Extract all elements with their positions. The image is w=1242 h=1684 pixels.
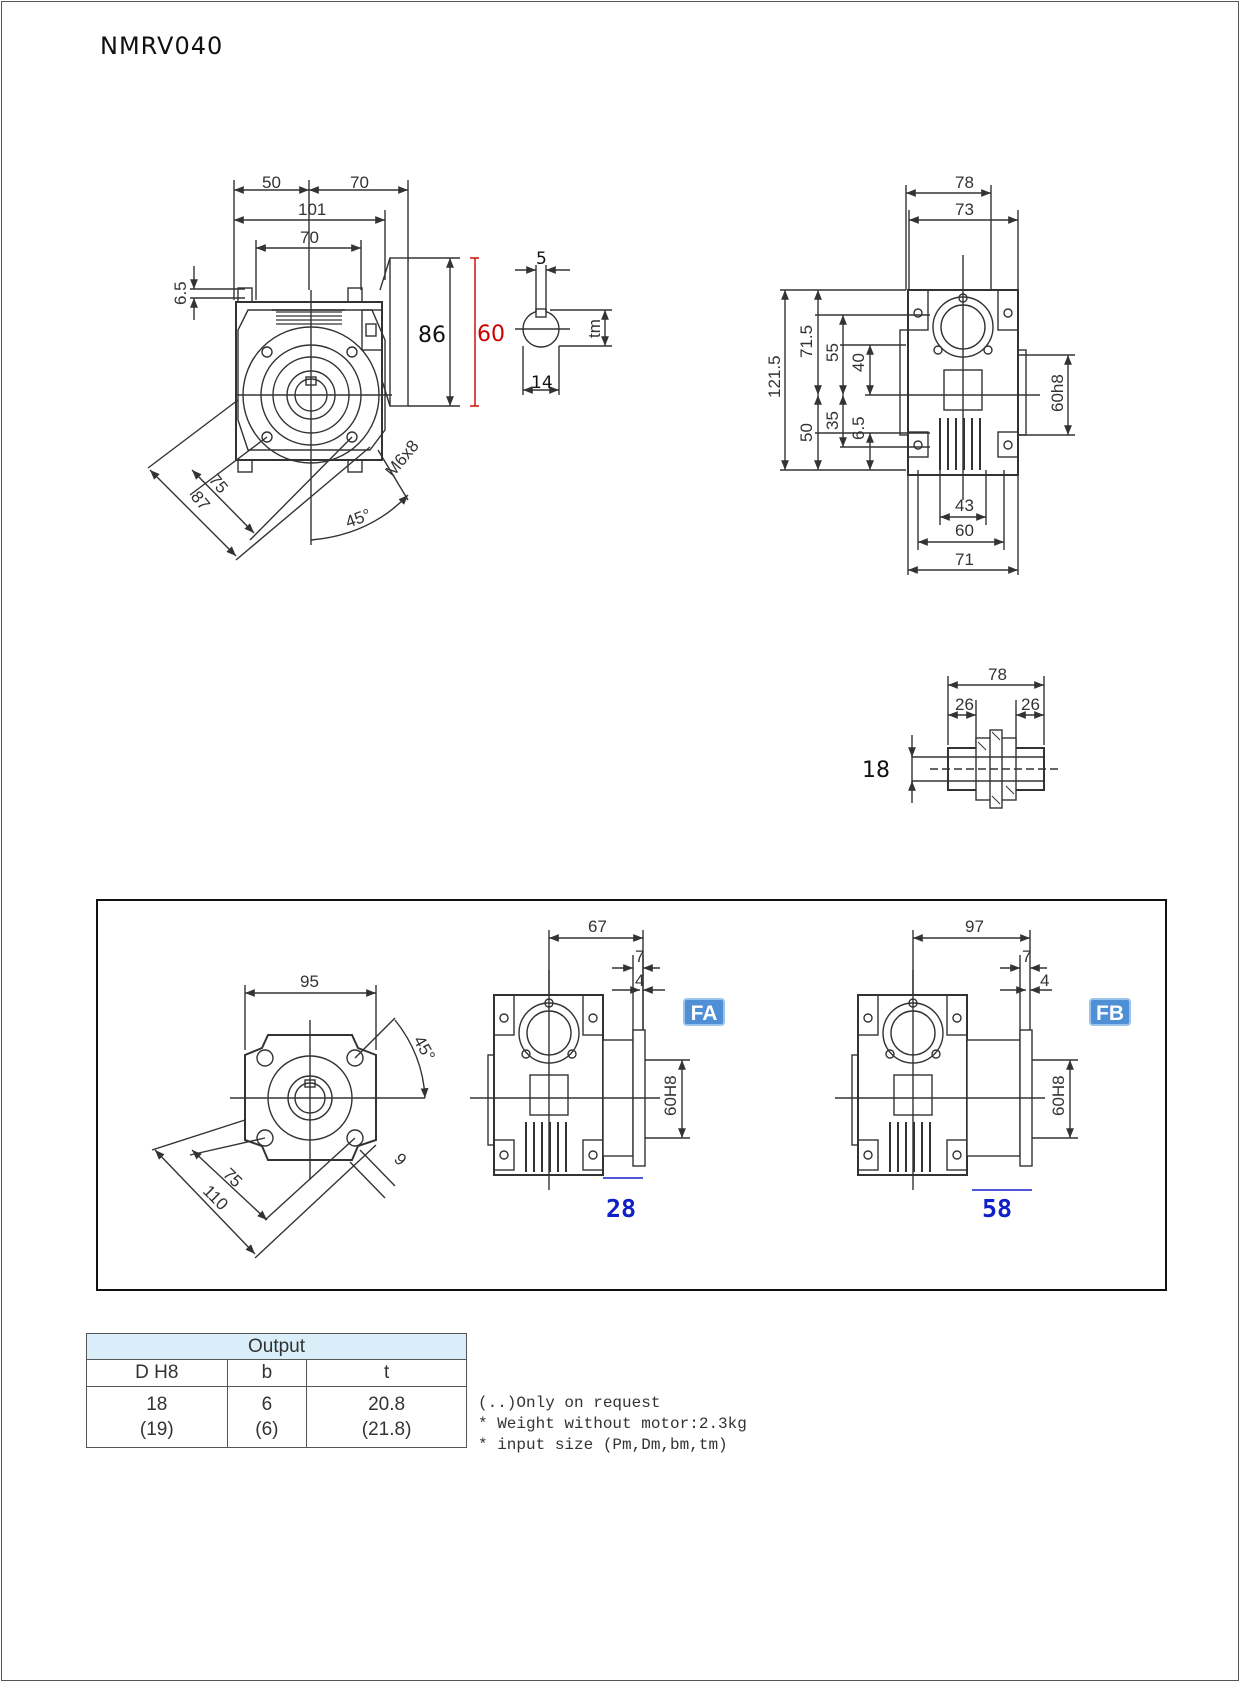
dim-label: 95 (300, 972, 319, 991)
dim-label: 7 (635, 947, 644, 966)
dim-label: 50 (797, 423, 816, 442)
dim-label: 35 (823, 411, 842, 430)
key-view (515, 265, 612, 395)
fb-badge: FB (1089, 998, 1131, 1026)
dim-label: 101 (298, 200, 326, 219)
dim-label: 40 (849, 353, 868, 372)
dim-label: 86 (418, 323, 446, 348)
notes: (..)Only on request * Weight without mot… (478, 1393, 747, 1456)
dim-label: 67 (588, 917, 607, 936)
dim-label: tm (585, 319, 604, 338)
fb-length-label: 58 (982, 1194, 1012, 1223)
dim-label: 75 (205, 470, 232, 497)
shaft-view (908, 676, 1060, 809)
dim-label: 55 (823, 343, 842, 362)
dim-label: 18 (862, 758, 890, 783)
side-view-labels: 78 73 121.5 71.5 55 40 50 35 6.5 60h8 43… (765, 173, 1067, 569)
fa-labels: 67 7 4 60H8 28 (588, 917, 680, 1223)
dim-label: 70 (350, 173, 369, 192)
table-cell: 20.8(21.8) (306, 1386, 467, 1448)
fb-badge-label: FB (1096, 1002, 1124, 1025)
shaft-view-labels: 78 26 26 18 (862, 665, 1040, 783)
column-header: D H8 (86, 1359, 228, 1387)
dim-label: 97 (965, 917, 984, 936)
note-line: * Weight without motor:2.3kg (478, 1415, 747, 1433)
output-table: Output D H8 b t 18(19) 6(6) 20.8(21.8) (86, 1333, 467, 1448)
fa-badge: FA (683, 998, 725, 1026)
column-header: b (226, 1359, 308, 1387)
fb-labels: 97 7 4 60H8 58 (965, 917, 1068, 1223)
fa-badge-label: FA (691, 1002, 718, 1025)
fb-view (835, 930, 1078, 1191)
dim-label: 45° (343, 505, 374, 532)
note-line: (..)Only on request (478, 1394, 661, 1412)
dim-label: 45° (410, 1033, 439, 1065)
square-flange-view (151, 985, 429, 1259)
table-cell: 6(6) (226, 1386, 308, 1448)
dim-label: 78 (988, 665, 1007, 684)
dim-label: 78 (955, 173, 974, 192)
dim-label: 50 (262, 173, 281, 192)
dim-label: 71 (955, 550, 974, 569)
note-line: * input size (Pm,Dm,bm,tm) (478, 1436, 728, 1454)
dim-label: 75 (219, 1164, 246, 1191)
dim-label: 6.5 (849, 416, 868, 440)
dim-label: 14 (531, 373, 553, 393)
model-title: NMRV040 (100, 32, 224, 60)
dim-label: 60H8 (1049, 1075, 1068, 1116)
key-view-labels: 5 14 tm (531, 249, 604, 393)
dim-label: 7 (1022, 947, 1031, 966)
column-header: t (306, 1359, 467, 1387)
flange-box (96, 899, 1167, 1291)
table-row: 18(19) 6(6) 20.8(21.8) (86, 1386, 467, 1448)
table-header: Output (86, 1333, 467, 1360)
fa-view (470, 930, 690, 1190)
dim-label: 26 (955, 695, 974, 714)
dim-label: 110 (199, 1181, 232, 1214)
dim-label: 4 (1040, 971, 1049, 990)
dim-label: 5 (536, 249, 547, 269)
dim-label: 43 (955, 496, 974, 515)
dim-label: 121.5 (765, 355, 784, 398)
dim-label: 71.5 (797, 325, 816, 358)
fa-length-label: 28 (606, 1194, 636, 1223)
dim-label: 4 (635, 971, 644, 990)
dim-label: 60h8 (1048, 374, 1067, 412)
dim-label: 73 (955, 200, 974, 219)
dim-label: 26 (1021, 695, 1040, 714)
dim-label-red: 60 (477, 322, 505, 347)
table-cell: 18(19) (86, 1386, 228, 1448)
dim-label: 6.5 (171, 281, 190, 305)
dim-label: 9 (390, 1149, 410, 1169)
front-view (147, 180, 479, 561)
dim-label: 60 (955, 521, 974, 540)
side-view (780, 185, 1075, 575)
dim-label: M6x8 (382, 437, 423, 481)
dim-label: 60H8 (661, 1075, 680, 1116)
dim-label: 70 (300, 228, 319, 247)
